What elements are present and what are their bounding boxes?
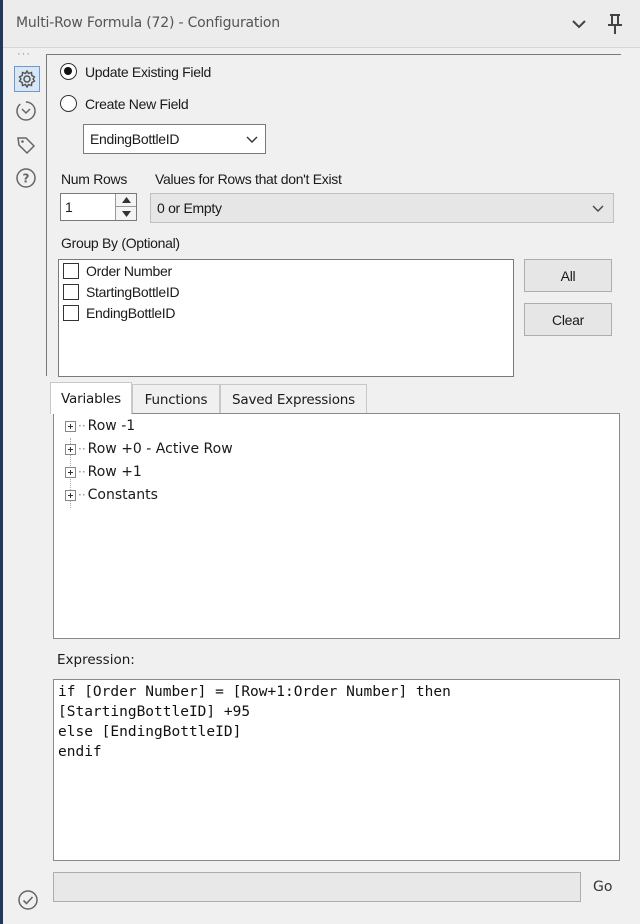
groupby-item[interactable]: Order Number — [63, 263, 172, 279]
go-button[interactable]: Go — [593, 879, 613, 895]
groupby-item[interactable]: EndingBottleID — [63, 305, 176, 321]
expand-icon[interactable] — [65, 443, 76, 455]
overflow-dots: ··· — [17, 48, 31, 60]
chevron-down-icon — [246, 136, 258, 143]
triangle-down-icon — [121, 210, 131, 217]
create-new-label: Create New Field — [85, 95, 189, 112]
expression-line: endif — [58, 744, 102, 760]
test-input[interactable] — [53, 872, 581, 902]
expression-line: if [Order Number] = [Row+1:Order Number]… — [58, 684, 451, 700]
expand-icon[interactable] — [65, 489, 76, 501]
expression-label: Expression: — [57, 652, 135, 668]
num-rows-value: 1 — [65, 199, 73, 215]
tree-item[interactable]: ·· Row +0 - Active Row — [65, 441, 233, 457]
expression-line: [StartingBottleID] +95 — [58, 704, 251, 720]
values-for-missing-rows-select[interactable]: 0 or Empty — [150, 193, 614, 223]
clear-button[interactable]: Clear — [524, 303, 612, 336]
stepper-up-button[interactable] — [116, 194, 136, 207]
tab-functions[interactable]: Functions — [132, 384, 220, 414]
num-rows-label: Num Rows — [61, 171, 128, 187]
configuration-panel: Update Existing Field Create New Field E… — [46, 54, 621, 377]
expression-editor[interactable]: if [Order Number] = [Row+1:Order Number]… — [53, 679, 620, 861]
create-new-radio[interactable] — [60, 95, 77, 112]
chevron-down-icon[interactable] — [569, 14, 589, 34]
chevron-down-icon — [592, 205, 604, 212]
configuration-window: Multi-Row Formula (72) - Configuration ·… — [3, 0, 640, 924]
all-button[interactable]: All — [524, 259, 612, 292]
groupby-item[interactable]: StartingBottleID — [63, 284, 180, 300]
tree-item[interactable]: ·· Row -1 — [65, 418, 135, 434]
tree-item-label: Row -1 — [87, 418, 136, 434]
tree-item[interactable]: ·· Row +1 — [65, 464, 142, 480]
window-title: Multi-Row Formula (72) - Configuration — [16, 15, 280, 31]
title-bar: Multi-Row Formula (72) - Configuration — [3, 0, 640, 48]
tab-variables[interactable]: Variables — [50, 382, 132, 414]
groupby-checkbox[interactable] — [63, 284, 79, 300]
tree-item-label: Row +0 - Active Row — [87, 441, 233, 457]
help-icon[interactable]: ? — [14, 166, 40, 192]
settings-icon[interactable] — [14, 66, 40, 92]
stepper-down-button[interactable] — [116, 207, 136, 220]
svg-text:?: ? — [23, 172, 30, 186]
values-select-value: 0 or Empty — [157, 200, 222, 216]
create-new-radio-row[interactable]: Create New Field — [60, 95, 189, 112]
variables-tree: ·· Row -1 ·· Row +0 - Active Row ·· Row … — [53, 413, 620, 639]
check-circle-icon[interactable] — [16, 888, 40, 912]
tab-saved-expressions[interactable]: Saved Expressions — [220, 384, 367, 414]
groupby-checkbox[interactable] — [63, 263, 79, 279]
tree-item-label: Row +1 — [87, 464, 142, 480]
groupby-list: Order Number StartingBottleID EndingBott… — [58, 259, 514, 377]
pin-icon[interactable] — [603, 12, 627, 36]
groupby-item-label: Order Number — [86, 263, 172, 279]
update-existing-label: Update Existing Field — [85, 63, 211, 80]
field-select-value: EndingBottleID — [90, 131, 180, 147]
expand-icon[interactable] — [65, 466, 76, 478]
field-select[interactable]: EndingBottleID — [83, 124, 266, 154]
navigate-icon[interactable] — [14, 99, 40, 125]
update-existing-radio[interactable] — [60, 63, 77, 80]
stepper-buttons — [115, 194, 136, 220]
values-label: Values for Rows that don't Exist — [155, 171, 342, 187]
triangle-up-icon — [121, 197, 131, 203]
groupby-item-label: StartingBottleID — [86, 284, 180, 300]
expand-icon[interactable] — [65, 420, 76, 432]
groupby-label: Group By (Optional) — [61, 235, 180, 251]
update-existing-radio-row[interactable]: Update Existing Field — [60, 63, 211, 80]
tree-item-label: Constants — [87, 487, 158, 503]
tree-item[interactable]: ·· Constants — [65, 487, 158, 503]
groupby-item-label: EndingBottleID — [86, 305, 176, 321]
expression-line: else [EndingBottleID] — [58, 724, 242, 740]
tag-icon[interactable] — [14, 133, 40, 159]
num-rows-stepper[interactable]: 1 — [60, 193, 137, 221]
groupby-checkbox[interactable] — [63, 305, 79, 321]
